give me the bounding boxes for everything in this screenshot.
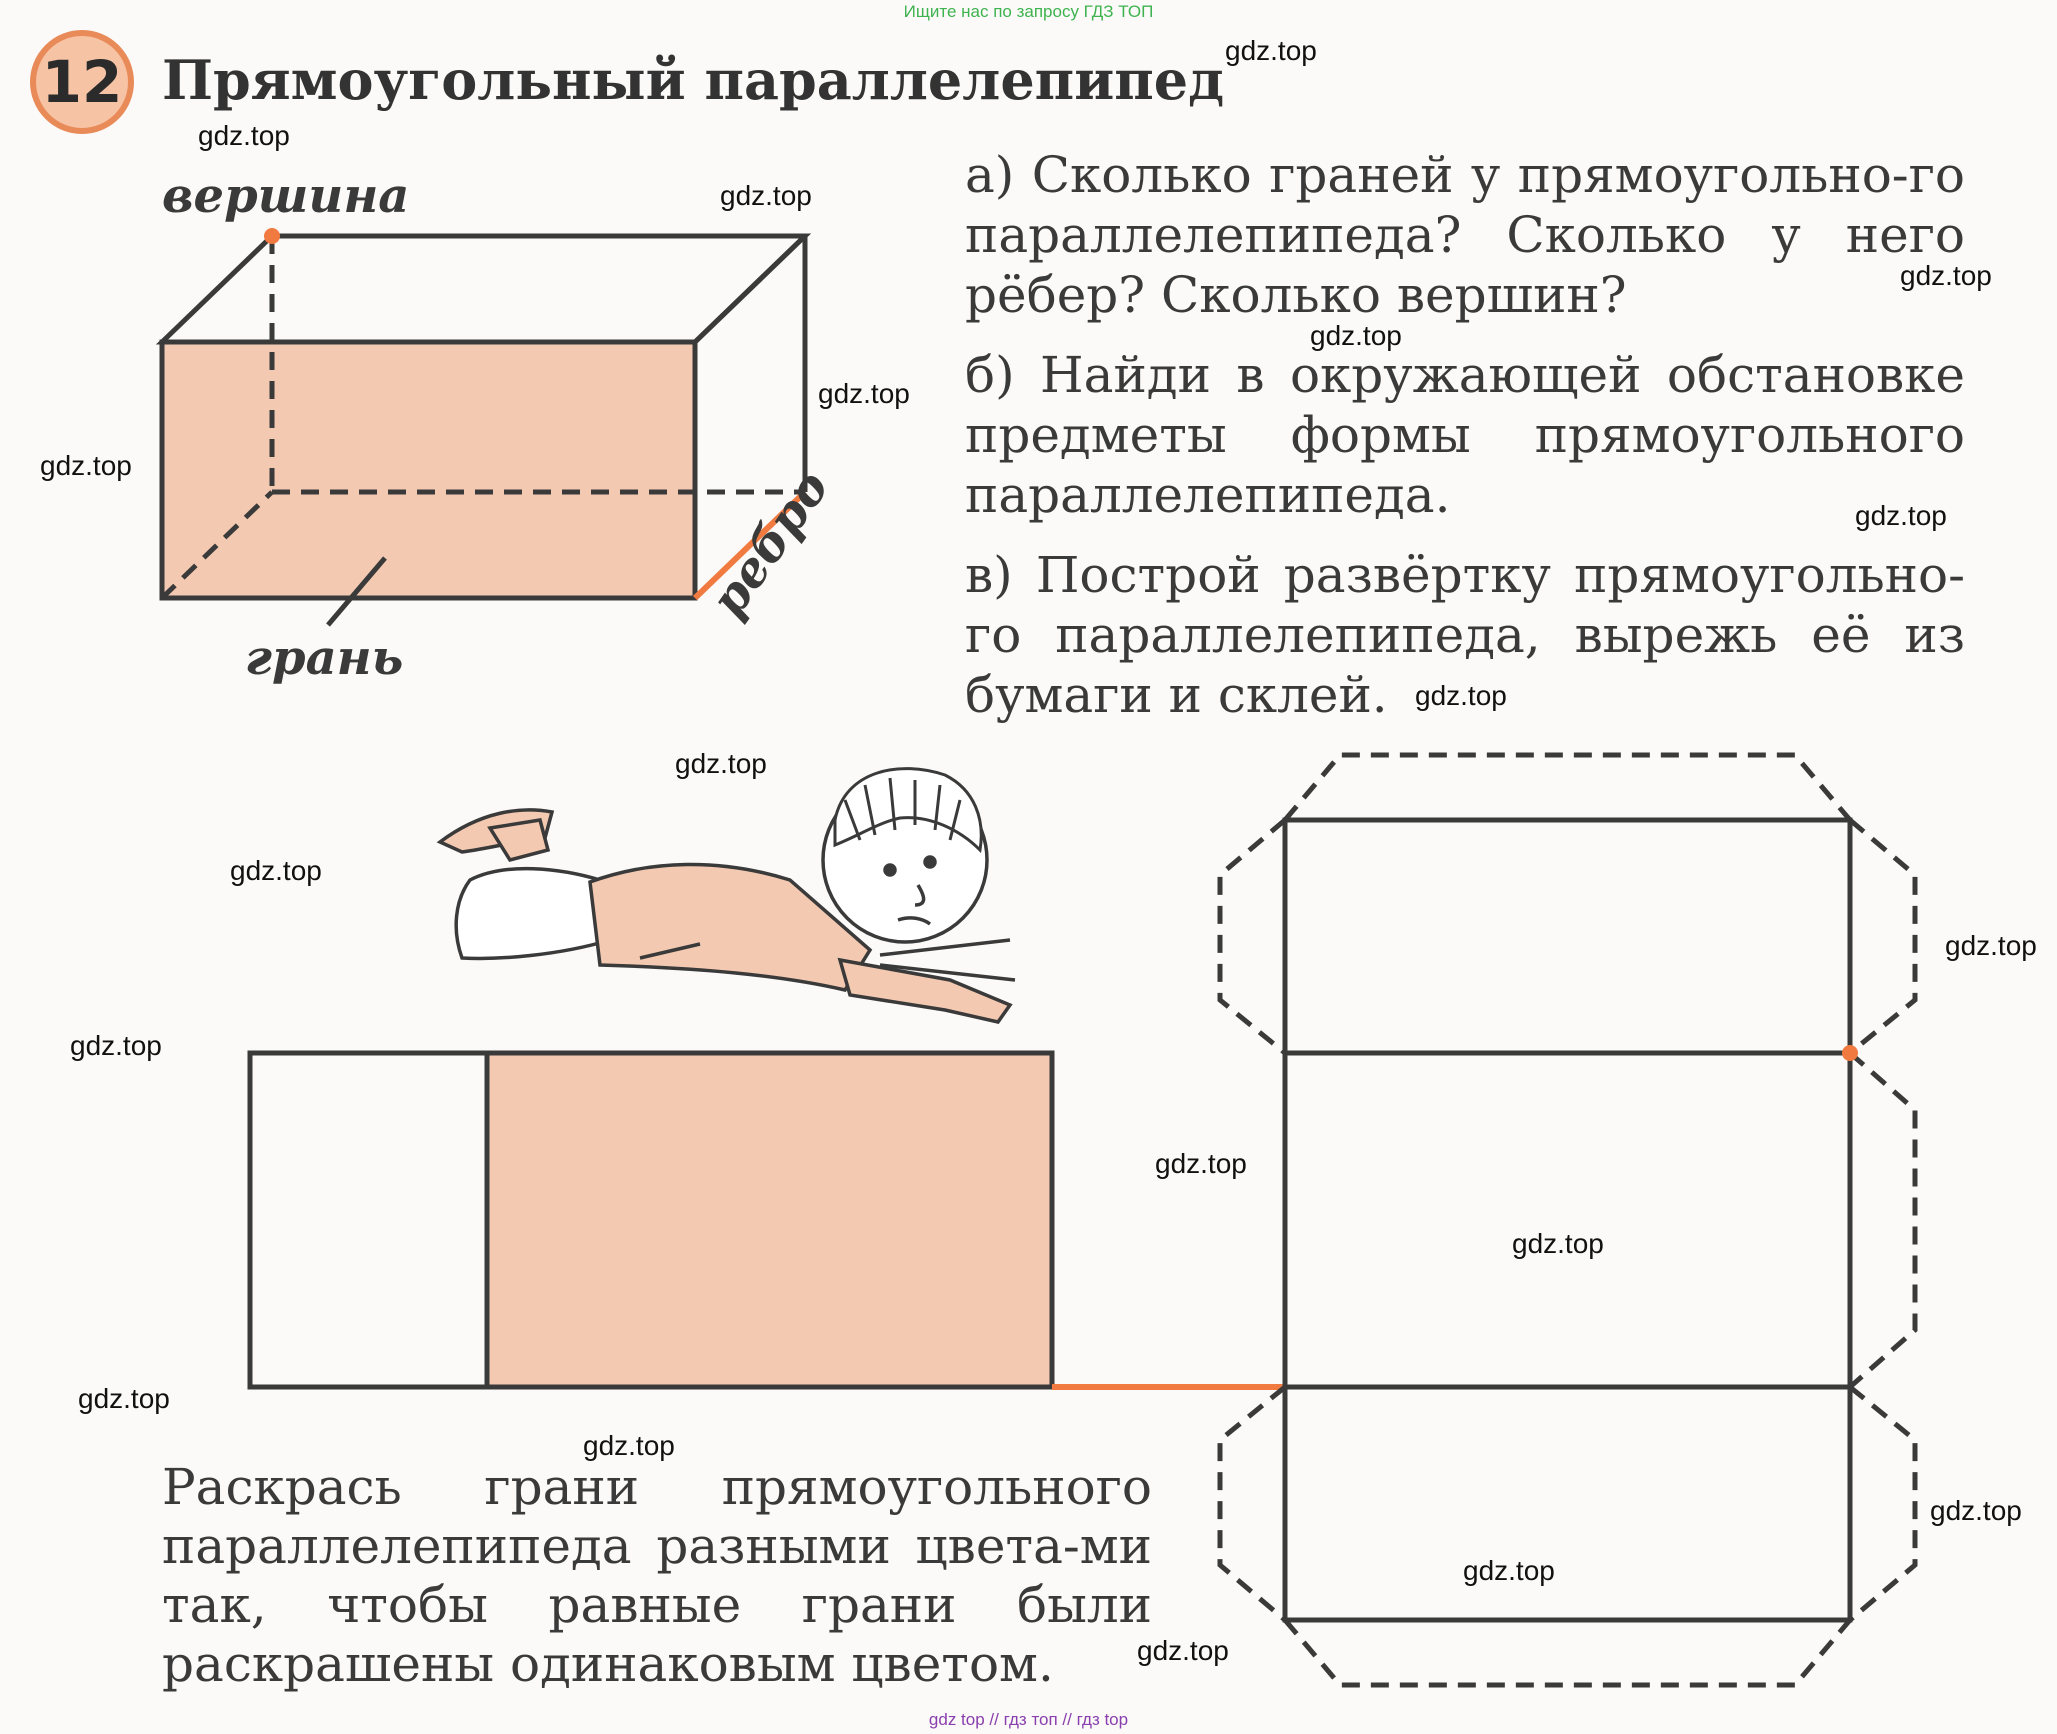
net-right-strip (1217, 752, 1918, 1688)
watermark: gdz.top (1415, 680, 1507, 711)
watermark: gdz.top (1945, 930, 2037, 961)
boy-arm (837, 957, 1013, 1024)
box-front-face (159, 339, 698, 601)
boy-eye-left (883, 863, 897, 877)
box-side-edge (693, 234, 807, 344)
watermark: gdz.top (78, 1383, 170, 1414)
net-flap-right-3 (1848, 1385, 1918, 1622)
net-face-front-colored (484, 1050, 1055, 1390)
watermark: gdz.top (198, 120, 290, 151)
task-b: б) Найди в окружающей обстановке предмет… (965, 346, 1965, 524)
net-flap-left-1 (1217, 818, 1287, 1055)
lesson-number-badge: 12 (30, 30, 134, 134)
box-vertex-marker (264, 228, 280, 244)
box-highlighted-edge (692, 489, 808, 601)
footer-links[interactable]: gdz top // гдз топ // гдз top (928, 1710, 1129, 1729)
watermark: gdz.top (1855, 500, 1947, 531)
net-face-left (247, 1050, 490, 1390)
watermark: gdz.top (583, 1430, 675, 1461)
boy-eye-right (923, 855, 937, 869)
net-face-2 (1282, 1050, 1853, 1390)
page-title: Прямоугольный параллелепипед (162, 48, 1225, 112)
parallelepiped-figure (155, 228, 812, 627)
net-flap-top (1283, 752, 1852, 822)
watermark: gdz.top (818, 378, 910, 409)
label-face: грань (245, 630, 404, 686)
watermark: gdz.top (675, 748, 767, 779)
label-vertex: вершина (162, 168, 410, 224)
boy-hair (833, 767, 983, 854)
search-banner[interactable]: Ищите нас по запросу ГДЗ ТОП (903, 2, 1154, 21)
boy-shirt (588, 862, 873, 992)
watermark: gdz.top (40, 450, 132, 481)
watermark: gdz.top (720, 180, 812, 211)
net-flap-right-2 (1848, 1051, 1918, 1389)
watermark: gdz.top (1310, 320, 1402, 351)
watermark: gdz.top (1137, 1635, 1229, 1666)
coloring-task: Раскрась грани прямоугольного параллелеп… (162, 1458, 1152, 1693)
box-hidden-edge-diagonal (160, 490, 274, 600)
watermark: gdz.top (1900, 260, 1992, 291)
watermark: gdz.top (1225, 35, 1317, 66)
watermark: gdz.top (1463, 1555, 1555, 1586)
face-pointer-line (326, 556, 387, 627)
watermark: gdz.top (1930, 1495, 2022, 1526)
watermark: gdz.top (1155, 1148, 1247, 1179)
net-face-3 (1282, 1384, 1853, 1623)
task-a: а) Сколько граней у прямоугольно-го пара… (965, 146, 1965, 324)
task-c: в) Построй развёртку прямоугольно-го пар… (965, 546, 1965, 724)
net-left-strip (247, 1050, 1285, 1390)
net-flap-left-3 (1217, 1385, 1287, 1622)
net-vertex-marker (1842, 1045, 1858, 1061)
watermark: gdz.top (70, 1030, 162, 1061)
net-flap-bottom (1283, 1618, 1852, 1688)
boy-trousers (454, 866, 612, 961)
watermark: gdz.top (230, 855, 322, 886)
scissors-icon (879, 938, 1016, 982)
watermark: gdz.top (1512, 1228, 1604, 1259)
net-face-1 (1282, 817, 1853, 1056)
boy-illustration (436, 767, 1016, 1024)
net-flap-right-1 (1848, 818, 1918, 1055)
